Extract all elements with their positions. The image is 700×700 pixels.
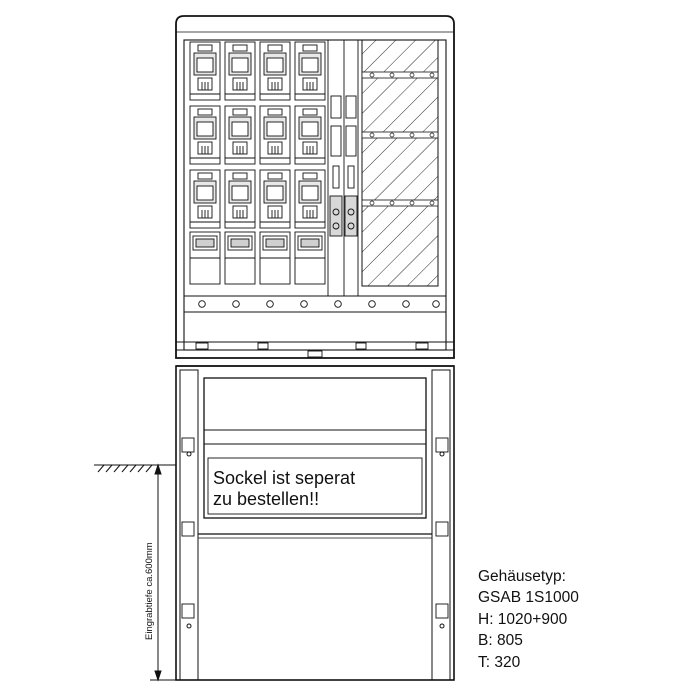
plinth [175, 365, 455, 681]
depth-dimension [150, 463, 176, 682]
rail-hole [432, 300, 440, 308]
bar-hole [389, 72, 395, 78]
fuse-switch-grid [189, 41, 326, 229]
rail-hole [368, 300, 376, 308]
bottom-latches [195, 342, 429, 358]
meter-module [294, 231, 326, 285]
bar-hole [429, 200, 435, 206]
bar-hole [429, 72, 435, 78]
note-line-1: Sockel ist seperat [213, 468, 355, 488]
spec-height: H: 1020+900 [478, 610, 568, 628]
fuse-switch-unit [294, 169, 326, 229]
fuse-switch-unit [224, 41, 256, 101]
bar-hole [409, 72, 415, 78]
fuse-switch-unit [189, 41, 221, 101]
meter-module [259, 231, 291, 285]
fuse-switch-unit [189, 169, 221, 229]
fuse-switch-unit [294, 105, 326, 165]
meter-module [189, 231, 221, 285]
spec-model: GSAB 1S1000 [478, 589, 579, 607]
fuse-switch-unit [259, 41, 291, 101]
depth-label: Eingrabtiefe ca.600mm [144, 542, 155, 640]
meter-module [224, 231, 256, 285]
rail-hole [402, 300, 410, 308]
fuse-switch-unit [224, 169, 256, 229]
rail-hole [198, 300, 206, 308]
rail-hole [232, 300, 240, 308]
bar-hole [369, 72, 375, 78]
rail-hole [266, 300, 274, 308]
busbar-section [327, 40, 359, 296]
housing-specs: Gehäusetyp: GSAB 1S1000 H: 1020+900 B: 8… [478, 566, 678, 673]
bar-hole [369, 200, 375, 206]
spec-depth: T: 320 [478, 653, 521, 671]
fuse-switch-unit [189, 105, 221, 165]
cabinet-housing [175, 15, 455, 359]
fuse-switch-unit [259, 169, 291, 229]
spec-width: B: 805 [478, 632, 523, 650]
meter-module-row [189, 231, 326, 285]
spec-housing-type-label: Gehäusetyp: [478, 568, 566, 585]
mounting-rail [198, 72, 440, 308]
reserve-panel [361, 39, 439, 287]
fuse-switch-unit [259, 105, 291, 165]
bar-hole [389, 200, 395, 206]
bar-hole [429, 132, 435, 138]
rail-hole [300, 300, 308, 308]
bar-hole [409, 200, 415, 206]
bar-hole [369, 132, 375, 138]
fuse-switch-unit [294, 41, 326, 101]
fuse-switch-unit [224, 105, 256, 165]
note-line-2: zu bestellen!! [213, 489, 319, 509]
bar-hole [409, 132, 415, 138]
bar-hole [389, 132, 395, 138]
ground-level [94, 464, 176, 473]
rail-hole [334, 300, 342, 308]
